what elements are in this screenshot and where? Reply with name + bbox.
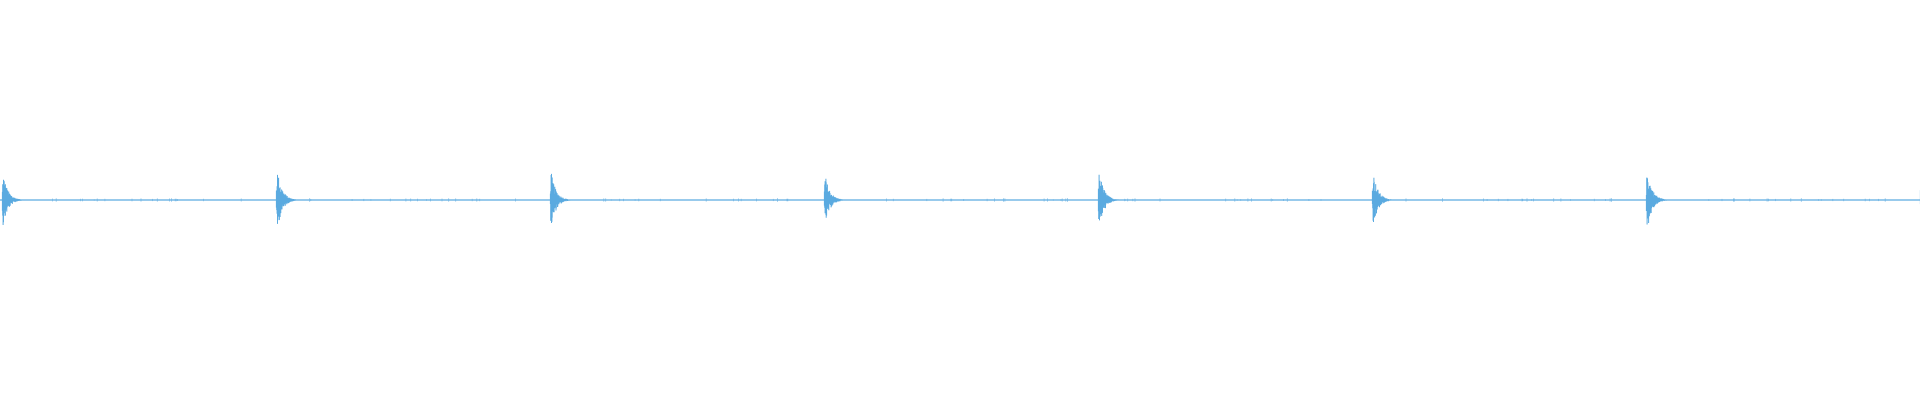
waveform-bursts xyxy=(1,173,1920,225)
waveform-burst xyxy=(1371,177,1612,222)
waveform-burst xyxy=(1645,177,1886,225)
waveform-burst xyxy=(1,179,242,225)
waveform-burst-path xyxy=(1371,177,1395,222)
waveform-burst xyxy=(1097,174,1322,221)
waveform-noise xyxy=(1405,198,1612,202)
waveform-burst-path xyxy=(549,173,573,223)
waveform-noise xyxy=(886,198,1068,202)
waveform-burst xyxy=(549,173,789,223)
waveform-burst-path xyxy=(1,179,25,225)
waveform-noise xyxy=(309,198,516,202)
waveform-burst-path xyxy=(823,178,847,218)
waveform-burst-path xyxy=(275,174,299,224)
waveform-noise xyxy=(1124,198,1322,202)
waveform-burst xyxy=(275,174,516,224)
waveform-noise xyxy=(52,198,242,202)
waveform-noise xyxy=(603,198,789,202)
waveform-burst-path xyxy=(1097,174,1121,221)
waveform-burst xyxy=(823,178,1068,218)
waveform-noise xyxy=(1708,198,1886,202)
waveform-burst-path xyxy=(1645,177,1669,225)
